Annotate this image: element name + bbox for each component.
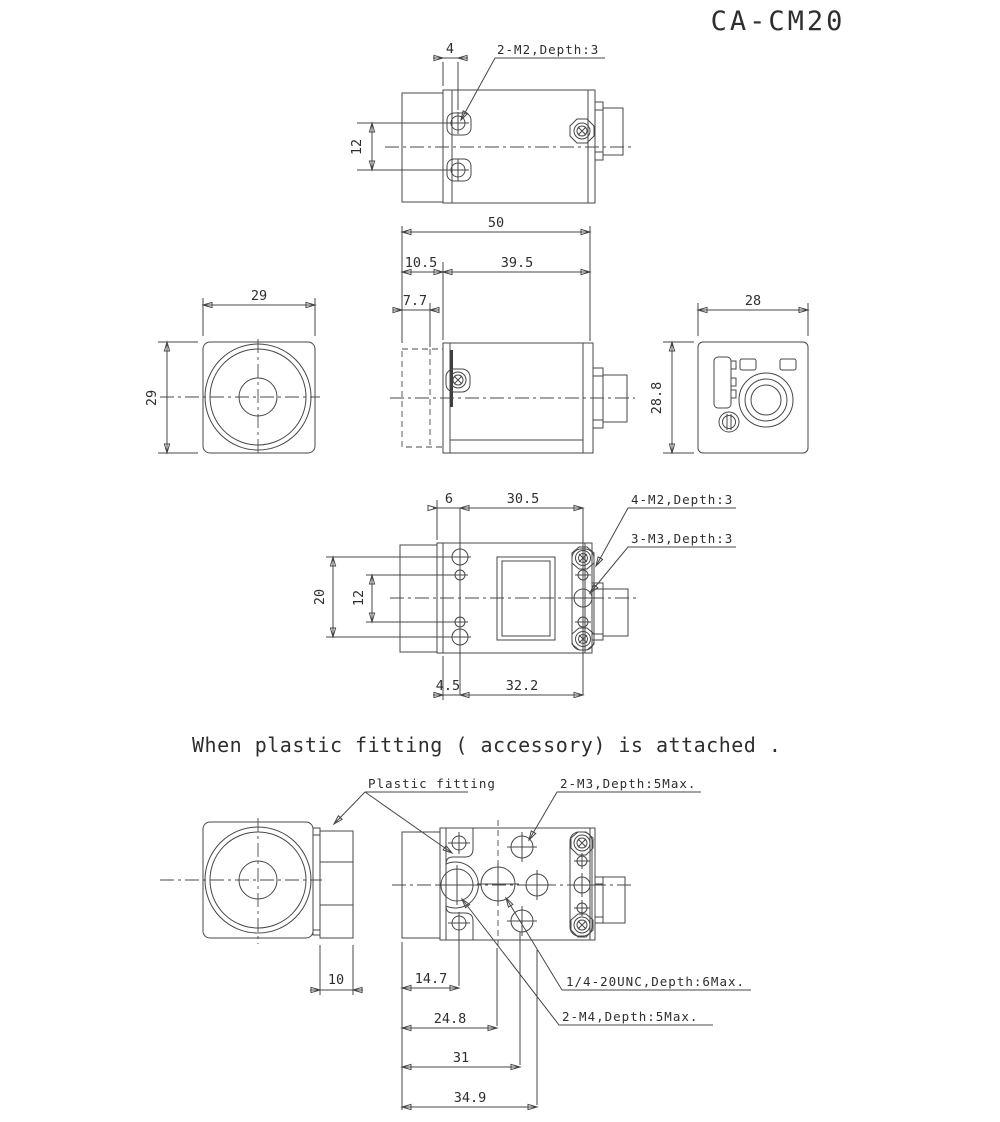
screw bbox=[570, 913, 594, 938]
label-2-m3: 2-M3,Depth:5Max. bbox=[560, 776, 696, 791]
side-view: 50 10.5 39.5 7.7 bbox=[390, 215, 635, 454]
dim-plate-offset: 4.5 bbox=[436, 678, 460, 694]
drawing-title: CA-CM20 bbox=[711, 6, 846, 37]
lens-block bbox=[401, 92, 444, 203]
dim-barrel-depth: 7.7 bbox=[403, 293, 427, 309]
screw bbox=[570, 831, 594, 856]
fitting-note: When plastic fitting ( accessory) is att… bbox=[192, 733, 781, 757]
bottom-view: 6 30.5 4-M2,Depth:3 3-M3,Depth:3 bbox=[312, 491, 736, 700]
top-view: 4 12 2-M2,Depth:3 bbox=[349, 41, 633, 204]
plastic-fitting-strip bbox=[312, 827, 321, 936]
label-3-m3: 3-M3,Depth:3 bbox=[631, 531, 733, 546]
label-plastic-fitting: Plastic fitting bbox=[368, 776, 496, 791]
dip-switch bbox=[713, 356, 732, 409]
fitting-bottom-view: Plastic fitting 2-M3,Depth:5Max. bbox=[331, 776, 751, 1111]
slot-screw bbox=[718, 411, 740, 433]
label-4-m2: 4-M2,Depth:3 bbox=[631, 492, 733, 507]
connector bbox=[602, 107, 624, 156]
dim-front-to-holes: 6 bbox=[445, 491, 453, 507]
dim-34-9: 34.9 bbox=[454, 1090, 487, 1106]
connector bbox=[602, 876, 626, 924]
dim-14-7: 14.7 bbox=[415, 971, 448, 987]
rear-led-window bbox=[739, 358, 757, 371]
dim-hole-span: 30.5 bbox=[507, 491, 540, 507]
dim-fitting-thickness: 10 bbox=[328, 972, 344, 988]
dim-24-8: 24.8 bbox=[434, 1011, 467, 1027]
label-2-m4: 2-M4,Depth:5Max. bbox=[562, 1009, 698, 1024]
dim-hole-offset: 4 bbox=[446, 41, 454, 57]
label-unc: 1/4-20UNC,Depth:6Max. bbox=[566, 974, 745, 989]
rear-connector-circle bbox=[738, 372, 794, 428]
connector-bottom bbox=[602, 588, 629, 637]
rear-face bbox=[697, 341, 809, 454]
plastic-fitting-body bbox=[319, 830, 354, 939]
dim-inner-pitch: 12 bbox=[351, 590, 367, 606]
rear-led-window bbox=[779, 358, 797, 371]
dim-front-height: 29 bbox=[144, 390, 160, 406]
connector-side bbox=[602, 374, 628, 423]
screw bbox=[571, 546, 595, 570]
rear-view: 28 28.8 bbox=[649, 293, 809, 454]
dim-31: 31 bbox=[453, 1050, 469, 1066]
front-face bbox=[202, 341, 316, 454]
screw bbox=[571, 627, 595, 651]
front-view: 29 29 bbox=[144, 288, 320, 456]
fitting-front-view: 10 bbox=[160, 818, 363, 995]
dim-rear-height: 28.8 bbox=[649, 382, 665, 415]
dim-overall-length: 50 bbox=[488, 215, 504, 231]
screw bbox=[569, 118, 595, 144]
dim-rear-width: 28 bbox=[745, 293, 761, 309]
dim-front-section: 10.5 bbox=[405, 255, 438, 271]
lens-block-bottom bbox=[399, 544, 438, 653]
label-2-m2: 2-M2,Depth:3 bbox=[497, 42, 599, 57]
camera-body bbox=[451, 89, 589, 204]
screw bbox=[445, 368, 471, 393]
dim-mount-span: 32.2 bbox=[506, 678, 539, 694]
dim-hole-pitch: 12 bbox=[349, 139, 365, 155]
dim-front-width: 29 bbox=[251, 288, 267, 304]
label-window bbox=[496, 556, 556, 641]
dim-outer-pitch: 20 bbox=[312, 589, 328, 605]
dim-body-length: 39.5 bbox=[501, 255, 534, 271]
